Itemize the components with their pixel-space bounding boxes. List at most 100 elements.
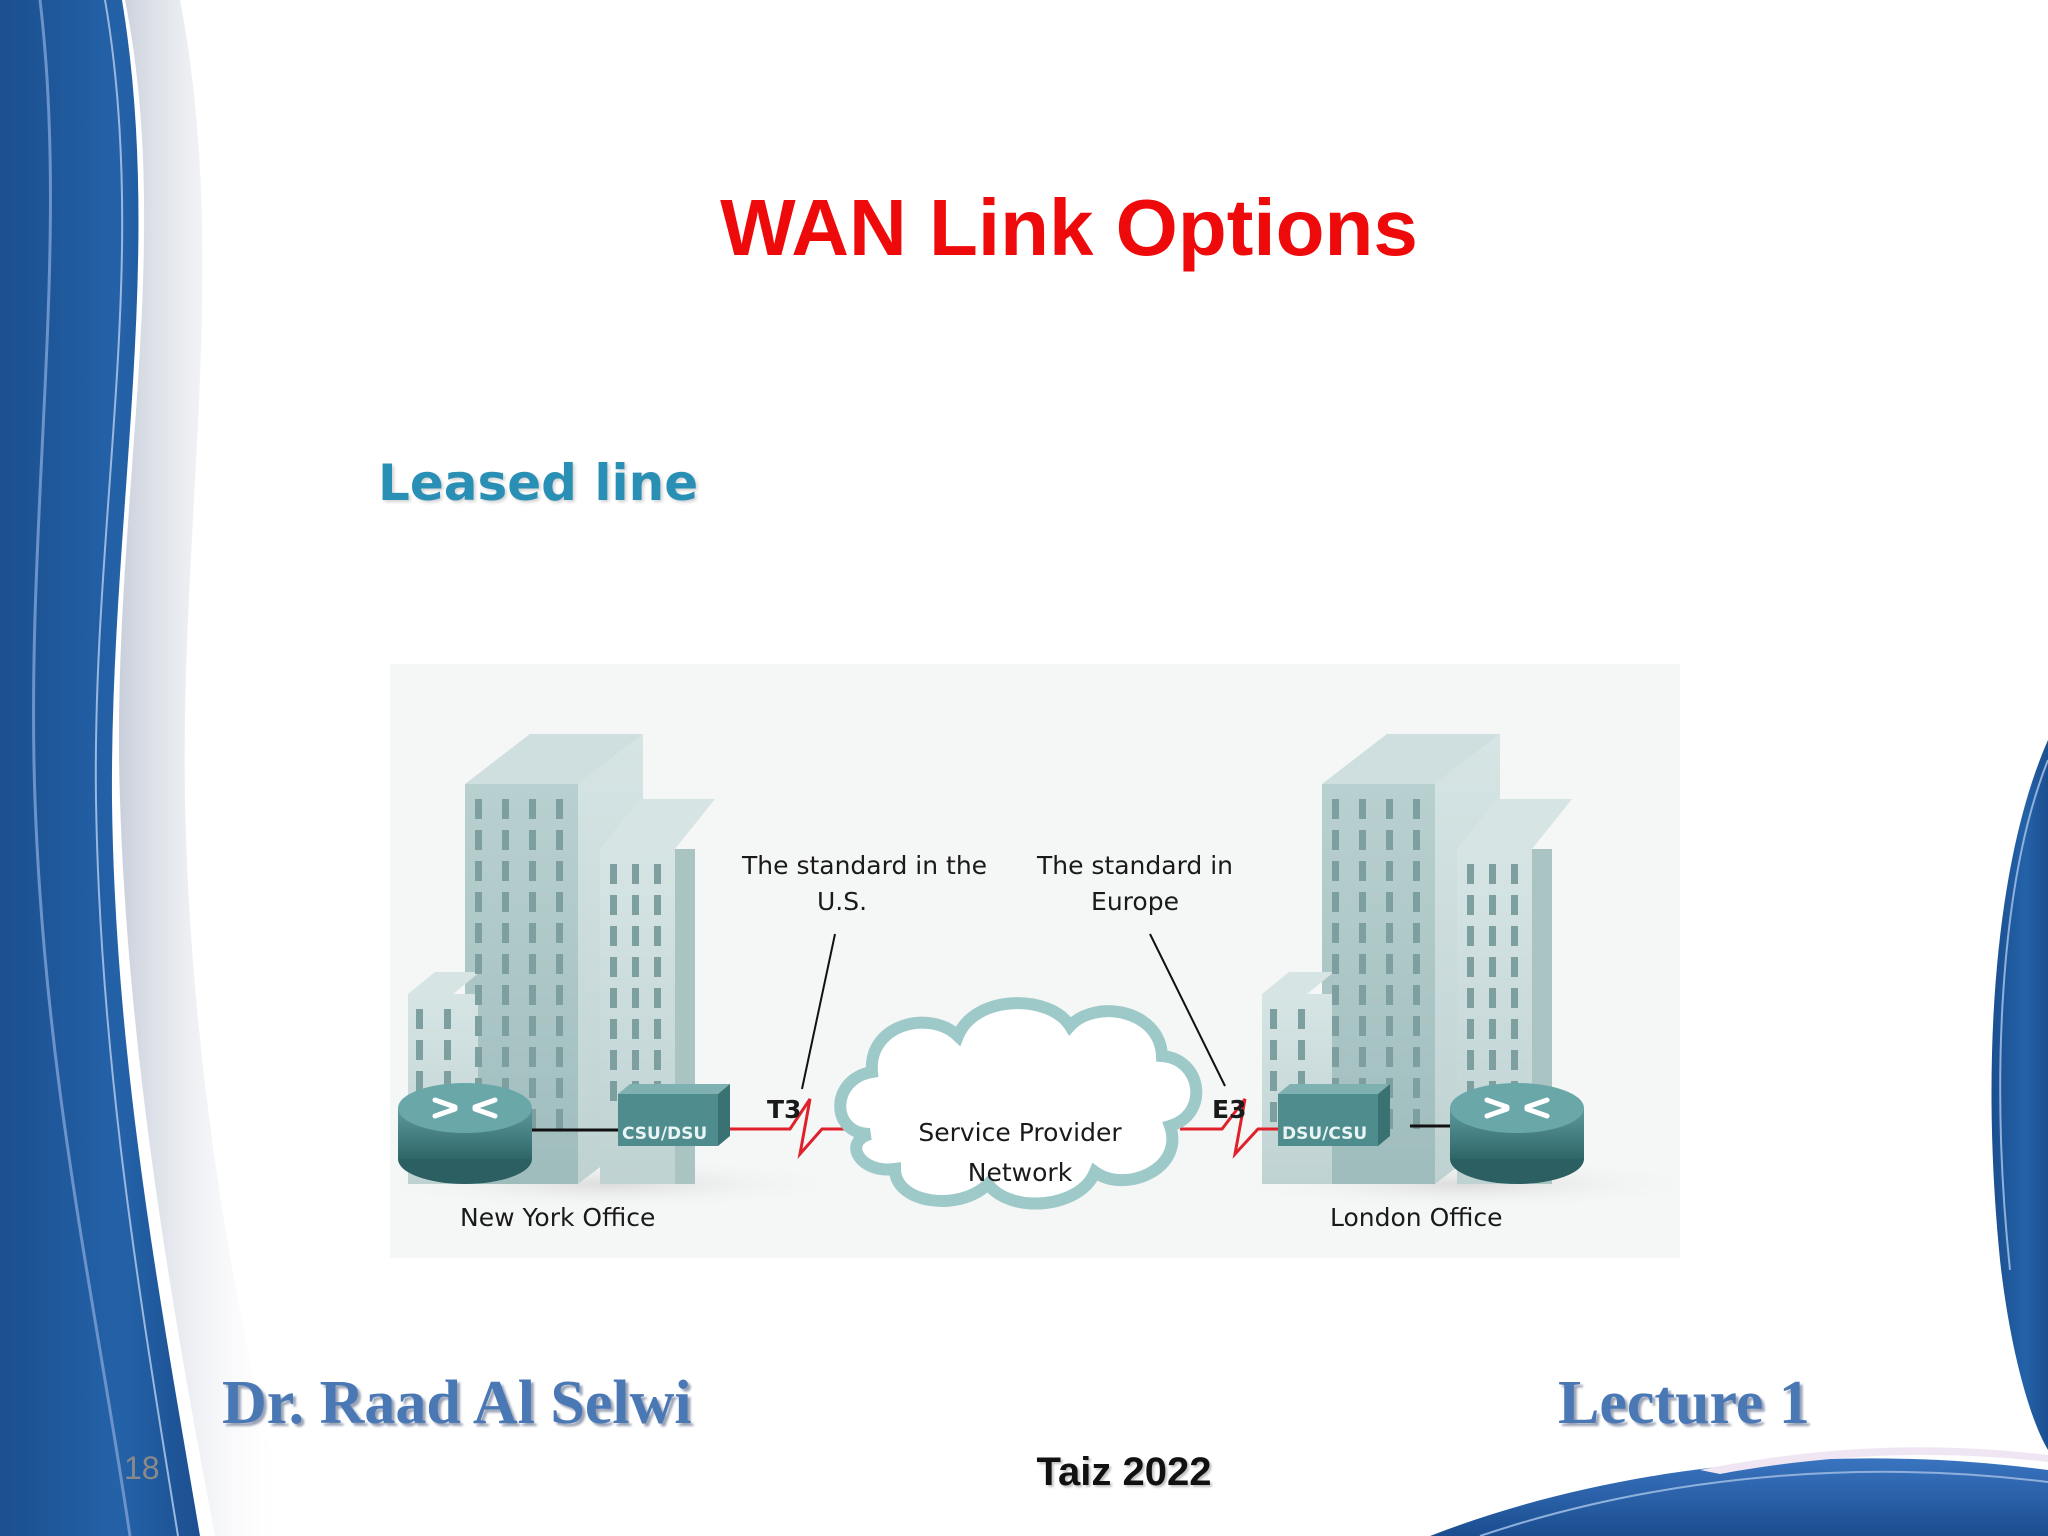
building-window <box>1298 1040 1305 1060</box>
dsu-csu-label: DSU/CSU <box>1282 1124 1368 1144</box>
building-window <box>502 954 509 974</box>
building-window <box>1413 1078 1420 1098</box>
building-window <box>1359 1047 1366 1067</box>
building-window <box>1332 985 1339 1005</box>
building-window <box>502 1016 509 1036</box>
footer-author: Dr. Raad Al Selwi <box>222 1369 692 1437</box>
building-window <box>632 1019 639 1039</box>
building-window <box>1332 861 1339 881</box>
building-window <box>502 923 509 943</box>
building-window <box>1467 926 1474 946</box>
building-window <box>1489 957 1496 977</box>
building-window <box>654 988 661 1008</box>
building-window <box>1413 1047 1420 1067</box>
building-window <box>1511 864 1518 884</box>
building-window <box>1467 1019 1474 1039</box>
building-window <box>1413 830 1420 850</box>
building-window <box>1511 926 1518 946</box>
building-window <box>1489 926 1496 946</box>
building-window <box>1511 1019 1518 1039</box>
building-window <box>475 892 482 912</box>
building-window <box>1359 954 1366 974</box>
building-window <box>1332 892 1339 912</box>
building-window <box>1332 799 1339 819</box>
building-window <box>1413 1109 1420 1129</box>
router-icon <box>1450 1083 1584 1184</box>
building-window <box>610 895 617 915</box>
building-window <box>1298 1071 1305 1091</box>
building-window <box>1467 988 1474 1008</box>
callout-us: The standard in the U.S. <box>742 851 988 917</box>
csu-dsu-label: CSU/DSU <box>622 1124 708 1144</box>
t3-link <box>730 1098 860 1160</box>
building-window <box>556 1016 563 1036</box>
building-window <box>1489 1050 1496 1070</box>
cloud-icon <box>834 997 1203 1210</box>
building-window <box>475 923 482 943</box>
building-window <box>502 892 509 912</box>
building-window <box>632 864 639 884</box>
building-window <box>475 799 482 819</box>
building-window <box>475 830 482 850</box>
building-window <box>416 1040 423 1060</box>
building-window <box>529 985 536 1005</box>
building-window <box>654 926 661 946</box>
building-window <box>556 830 563 850</box>
building-window <box>444 1009 451 1029</box>
building-window <box>475 985 482 1005</box>
building-window <box>610 1019 617 1039</box>
building-window <box>1489 864 1496 884</box>
building-window <box>632 926 639 946</box>
building-window <box>632 1050 639 1070</box>
csu-dsu-box <box>618 1084 730 1146</box>
building-window <box>654 1050 661 1070</box>
building-window <box>556 892 563 912</box>
callout-line-e3 <box>1149 933 1226 1087</box>
building-window <box>1270 1071 1277 1091</box>
building-window <box>1467 957 1474 977</box>
building-window <box>1489 988 1496 1008</box>
building-window <box>1359 799 1366 819</box>
link-label-e3: E3 <box>1212 1095 1247 1124</box>
leased-line-diagram: The standard in the U.S. The standard in… <box>370 664 1705 1258</box>
building-window <box>1386 1016 1393 1036</box>
building-window <box>610 926 617 946</box>
building-window <box>1359 830 1366 850</box>
building-window <box>1511 1050 1518 1070</box>
building-window <box>529 1078 536 1098</box>
building-window <box>1413 985 1420 1005</box>
building-window <box>502 985 509 1005</box>
building-window <box>1511 988 1518 1008</box>
building-window <box>529 861 536 881</box>
building-window <box>444 1071 451 1091</box>
building-window <box>1413 861 1420 881</box>
building-window <box>1386 1047 1393 1067</box>
building-window <box>556 1078 563 1098</box>
building-window <box>502 830 509 850</box>
building-window <box>654 864 661 884</box>
building-window <box>444 1040 451 1060</box>
building-window <box>654 957 661 977</box>
site-label-new-york: New York Office <box>460 1203 656 1232</box>
callout-line-t3 <box>801 933 836 1090</box>
building-window <box>556 954 563 974</box>
building-window <box>475 954 482 974</box>
footer-place-year: Taiz 2022 <box>1036 1450 1212 1494</box>
building-window <box>1332 1047 1339 1067</box>
building-window <box>1270 1102 1277 1122</box>
building-window <box>1332 923 1339 943</box>
building-window <box>1270 1040 1277 1060</box>
building-window <box>556 985 563 1005</box>
building-window <box>1386 799 1393 819</box>
building-window <box>1413 799 1420 819</box>
building-window <box>610 864 617 884</box>
building-window <box>529 830 536 850</box>
building-window <box>1359 892 1366 912</box>
building-window <box>1359 861 1366 881</box>
callout-europe: The standard in Europe <box>1036 851 1234 917</box>
dsu-csu-box <box>1278 1084 1390 1146</box>
building-window <box>1467 864 1474 884</box>
footer-lecture: Lecture 1 <box>1558 1369 1810 1437</box>
building-window <box>502 1078 509 1098</box>
